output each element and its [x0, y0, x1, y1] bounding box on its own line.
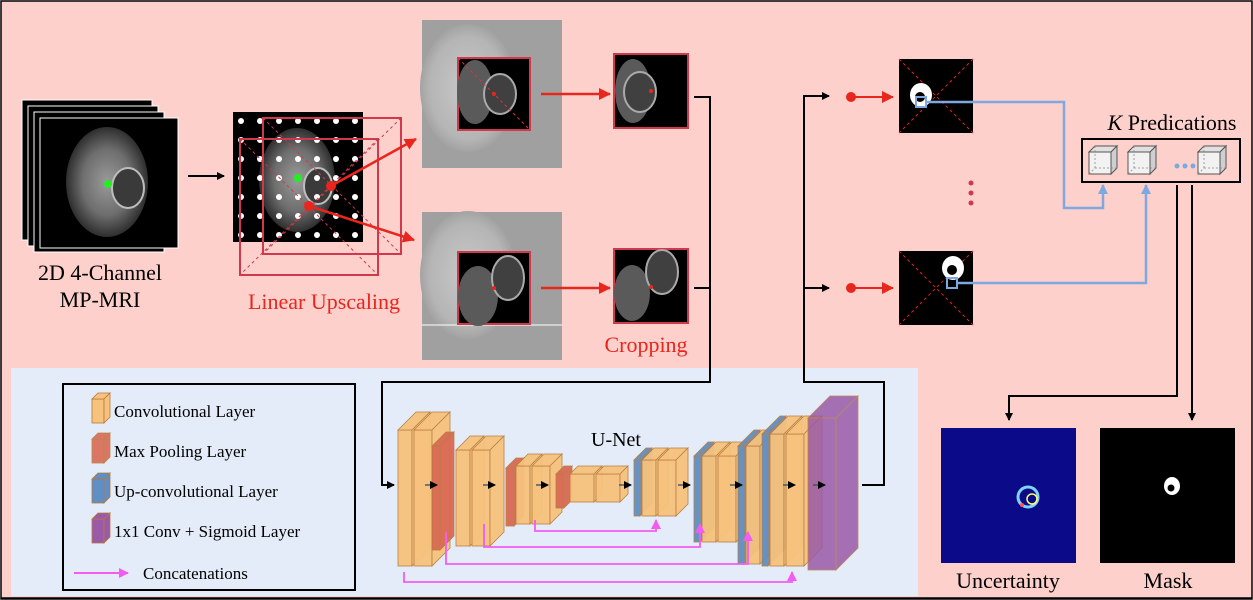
route-crop-top-to-unet	[381, 96, 711, 489]
crop-window	[239, 138, 379, 276]
upscaled-image-top	[420, 20, 562, 168]
grid-dot	[333, 194, 339, 200]
crop-window	[262, 117, 402, 255]
unet-pool-block	[431, 431, 455, 551]
grid-dot	[238, 118, 244, 124]
skip-connection-arrow	[445, 531, 753, 565]
legend-conv-swatch	[91, 392, 111, 424]
grid-dot	[276, 194, 282, 200]
cropping-label: Cropping	[604, 332, 687, 357]
uncertainty-label: Uncertainty	[956, 568, 1060, 593]
grid-dot	[295, 213, 301, 219]
unet-skip-connections	[403, 519, 797, 583]
grid-dot	[352, 232, 358, 238]
grid-dot	[314, 175, 320, 181]
unet-title: U-Net	[591, 429, 641, 451]
unet-sigmoid-block	[807, 395, 859, 571]
grid-dot	[295, 232, 301, 238]
connector-top-prediction	[926, 100, 1108, 210]
skip-connection-arrow	[483, 523, 705, 548]
input-label-line1: 2D 4-Channel	[38, 260, 162, 285]
legend-pool-label: Max Pooling Layer	[114, 442, 247, 461]
mask-image	[1100, 428, 1235, 563]
mask-label: Mask	[1144, 568, 1193, 593]
grid-dot	[314, 156, 320, 162]
connector-bottom-prediction	[957, 184, 1151, 285]
legend-conv-label: Convolutional Layer	[114, 402, 256, 421]
legend-pool-swatch	[91, 432, 111, 464]
grid-dot	[352, 213, 358, 219]
grid-dot	[333, 118, 339, 124]
grid-dot	[295, 194, 301, 200]
grid-dot	[314, 194, 320, 200]
prediction-cube	[1196, 144, 1228, 176]
cropped-image-top	[613, 53, 689, 129]
prediction-image-bottom	[898, 250, 974, 326]
prediction-image-top	[898, 58, 974, 134]
legend-upconv-label: Up-convolutional Layer	[114, 482, 278, 501]
k-predications-title: K Predications	[1107, 110, 1237, 135]
uncertainty-map-image	[941, 428, 1076, 563]
input-label-line2: MP-MRI	[60, 287, 141, 312]
grid-dot	[333, 156, 339, 162]
vertical-ellipsis	[968, 180, 974, 206]
prediction-cube	[1126, 144, 1158, 176]
prediction-cube	[1087, 144, 1119, 176]
grid-dot	[314, 213, 320, 219]
legend-sigmoid-label: 1x1 Conv + Sigmoid Layer	[114, 522, 301, 541]
grid-dot	[352, 194, 358, 200]
arrow-to-upscaled-bottom	[308, 204, 415, 243]
grid-dot	[314, 232, 320, 238]
grid-dot	[333, 232, 339, 238]
cropped-image-bottom	[613, 248, 689, 324]
skip-connection-arrow	[403, 571, 797, 583]
unet-pool-block	[555, 465, 573, 509]
grid-dot	[257, 175, 263, 181]
sample-point-marker	[294, 174, 302, 182]
route-to-uncertainty	[1005, 185, 1178, 421]
unet-conv-block	[595, 465, 629, 503]
grid-dot	[257, 232, 263, 238]
grid-dot	[352, 175, 358, 181]
legend-upconv-swatch	[91, 472, 111, 504]
upscaling-label: Linear Upscaling	[248, 289, 400, 314]
grid-dot	[276, 156, 282, 162]
sample-point-marker	[104, 180, 112, 188]
input-mri-stack	[21, 99, 179, 253]
route-unet-to-outputs	[803, 92, 885, 486]
skip-connection-arrow	[534, 519, 661, 532]
grid-dot	[295, 156, 301, 162]
grid-dot	[276, 118, 282, 124]
arrow-to-upscaled-top	[330, 137, 417, 188]
unet-conv-block	[471, 435, 505, 547]
prediction-cubes	[1087, 144, 1228, 176]
grid-dot	[257, 194, 263, 200]
legend-swatches	[91, 392, 111, 544]
grid-dot	[276, 213, 282, 219]
grid-dot	[314, 118, 320, 124]
upscaled-image-bottom	[420, 211, 562, 360]
grid-dot	[257, 213, 263, 219]
horizontal-ellipsis	[1174, 163, 1196, 169]
grid-dot	[333, 175, 339, 181]
legend-sigmoid-swatch	[91, 512, 111, 544]
unet-architecture	[397, 395, 859, 571]
grid-dot	[295, 118, 301, 124]
grid-dot	[257, 118, 263, 124]
legend-box	[62, 383, 356, 591]
legend-concat-label: Concatenations	[143, 564, 248, 583]
grid-dot	[352, 118, 358, 124]
unet-conv-block	[657, 447, 689, 517]
